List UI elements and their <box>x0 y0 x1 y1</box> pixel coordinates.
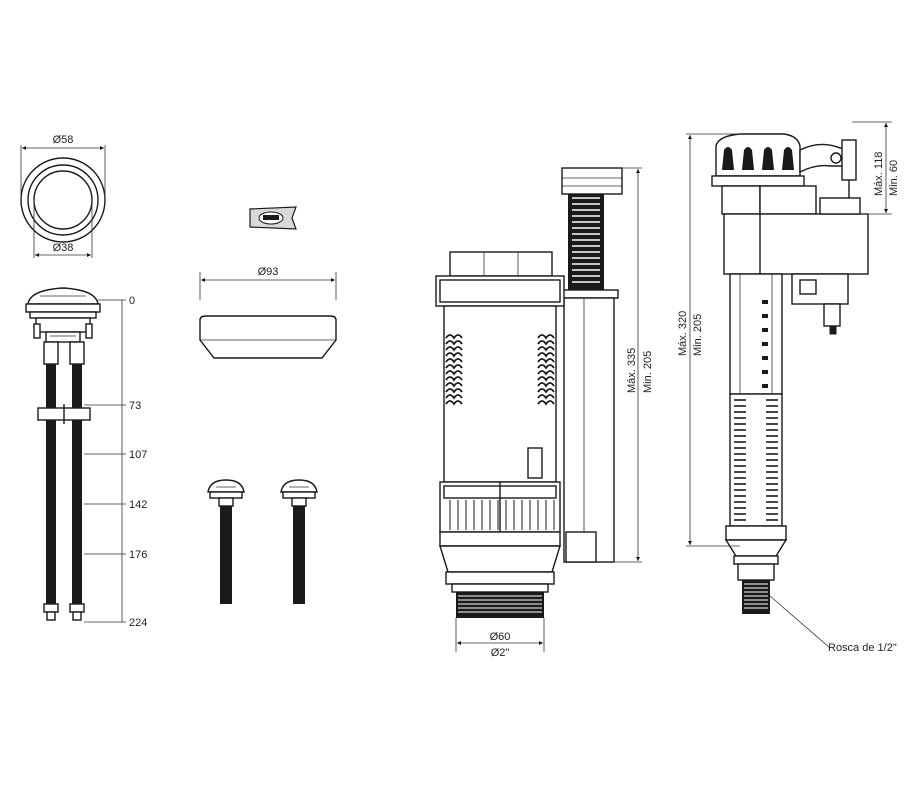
button-dia-outer: Ø58 <box>53 134 74 146</box>
flush-max: Máx. 335 <box>626 348 638 393</box>
scale-label-142: 142 <box>129 499 147 511</box>
cable-scale: 0 73 107 142 176 224 <box>84 295 147 629</box>
screw-left <box>207 479 245 604</box>
button-cable-assembly <box>25 287 101 621</box>
fill-top-min: Min. 60 <box>888 160 900 196</box>
flush-dia-60: Ø60 <box>490 631 511 643</box>
fill-min: Min. 205 <box>692 314 704 356</box>
cable-left <box>46 364 56 604</box>
logo-icon <box>263 215 279 220</box>
fill-valve <box>711 133 869 614</box>
cable-right <box>72 364 82 604</box>
button-top-view: Ø58 Ø38 <box>20 134 106 258</box>
cap-dia: Ø93 <box>258 266 279 278</box>
flush-min: Min. 205 <box>642 351 654 393</box>
button-dia-inner: Ø38 <box>53 242 74 254</box>
fill-max: Máx. 320 <box>677 311 689 356</box>
scale-label-224: 224 <box>129 617 147 629</box>
trim-cap: Ø93 <box>199 266 337 359</box>
flush-valve <box>435 167 623 618</box>
badge-piece <box>249 206 297 230</box>
scale-label-0: 0 <box>129 295 135 307</box>
scale-label-107: 107 <box>129 449 147 461</box>
screw-right <box>280 479 318 604</box>
flush-dia-2in: Ø2" <box>491 647 510 659</box>
scale-label-176: 176 <box>129 549 147 561</box>
flush-valve-dims: Ø60 Ø2" Máx. 335 Min. 205 <box>455 167 654 659</box>
scale-label-73: 73 <box>129 400 141 412</box>
fill-valve-dims: Máx. 320 Min. 205 Máx. 118 Min. 60 Rosca… <box>677 121 900 654</box>
fill-thread-label: Rosca de 1/2" <box>828 642 897 654</box>
fill-top-max: Máx. 118 <box>873 152 885 196</box>
